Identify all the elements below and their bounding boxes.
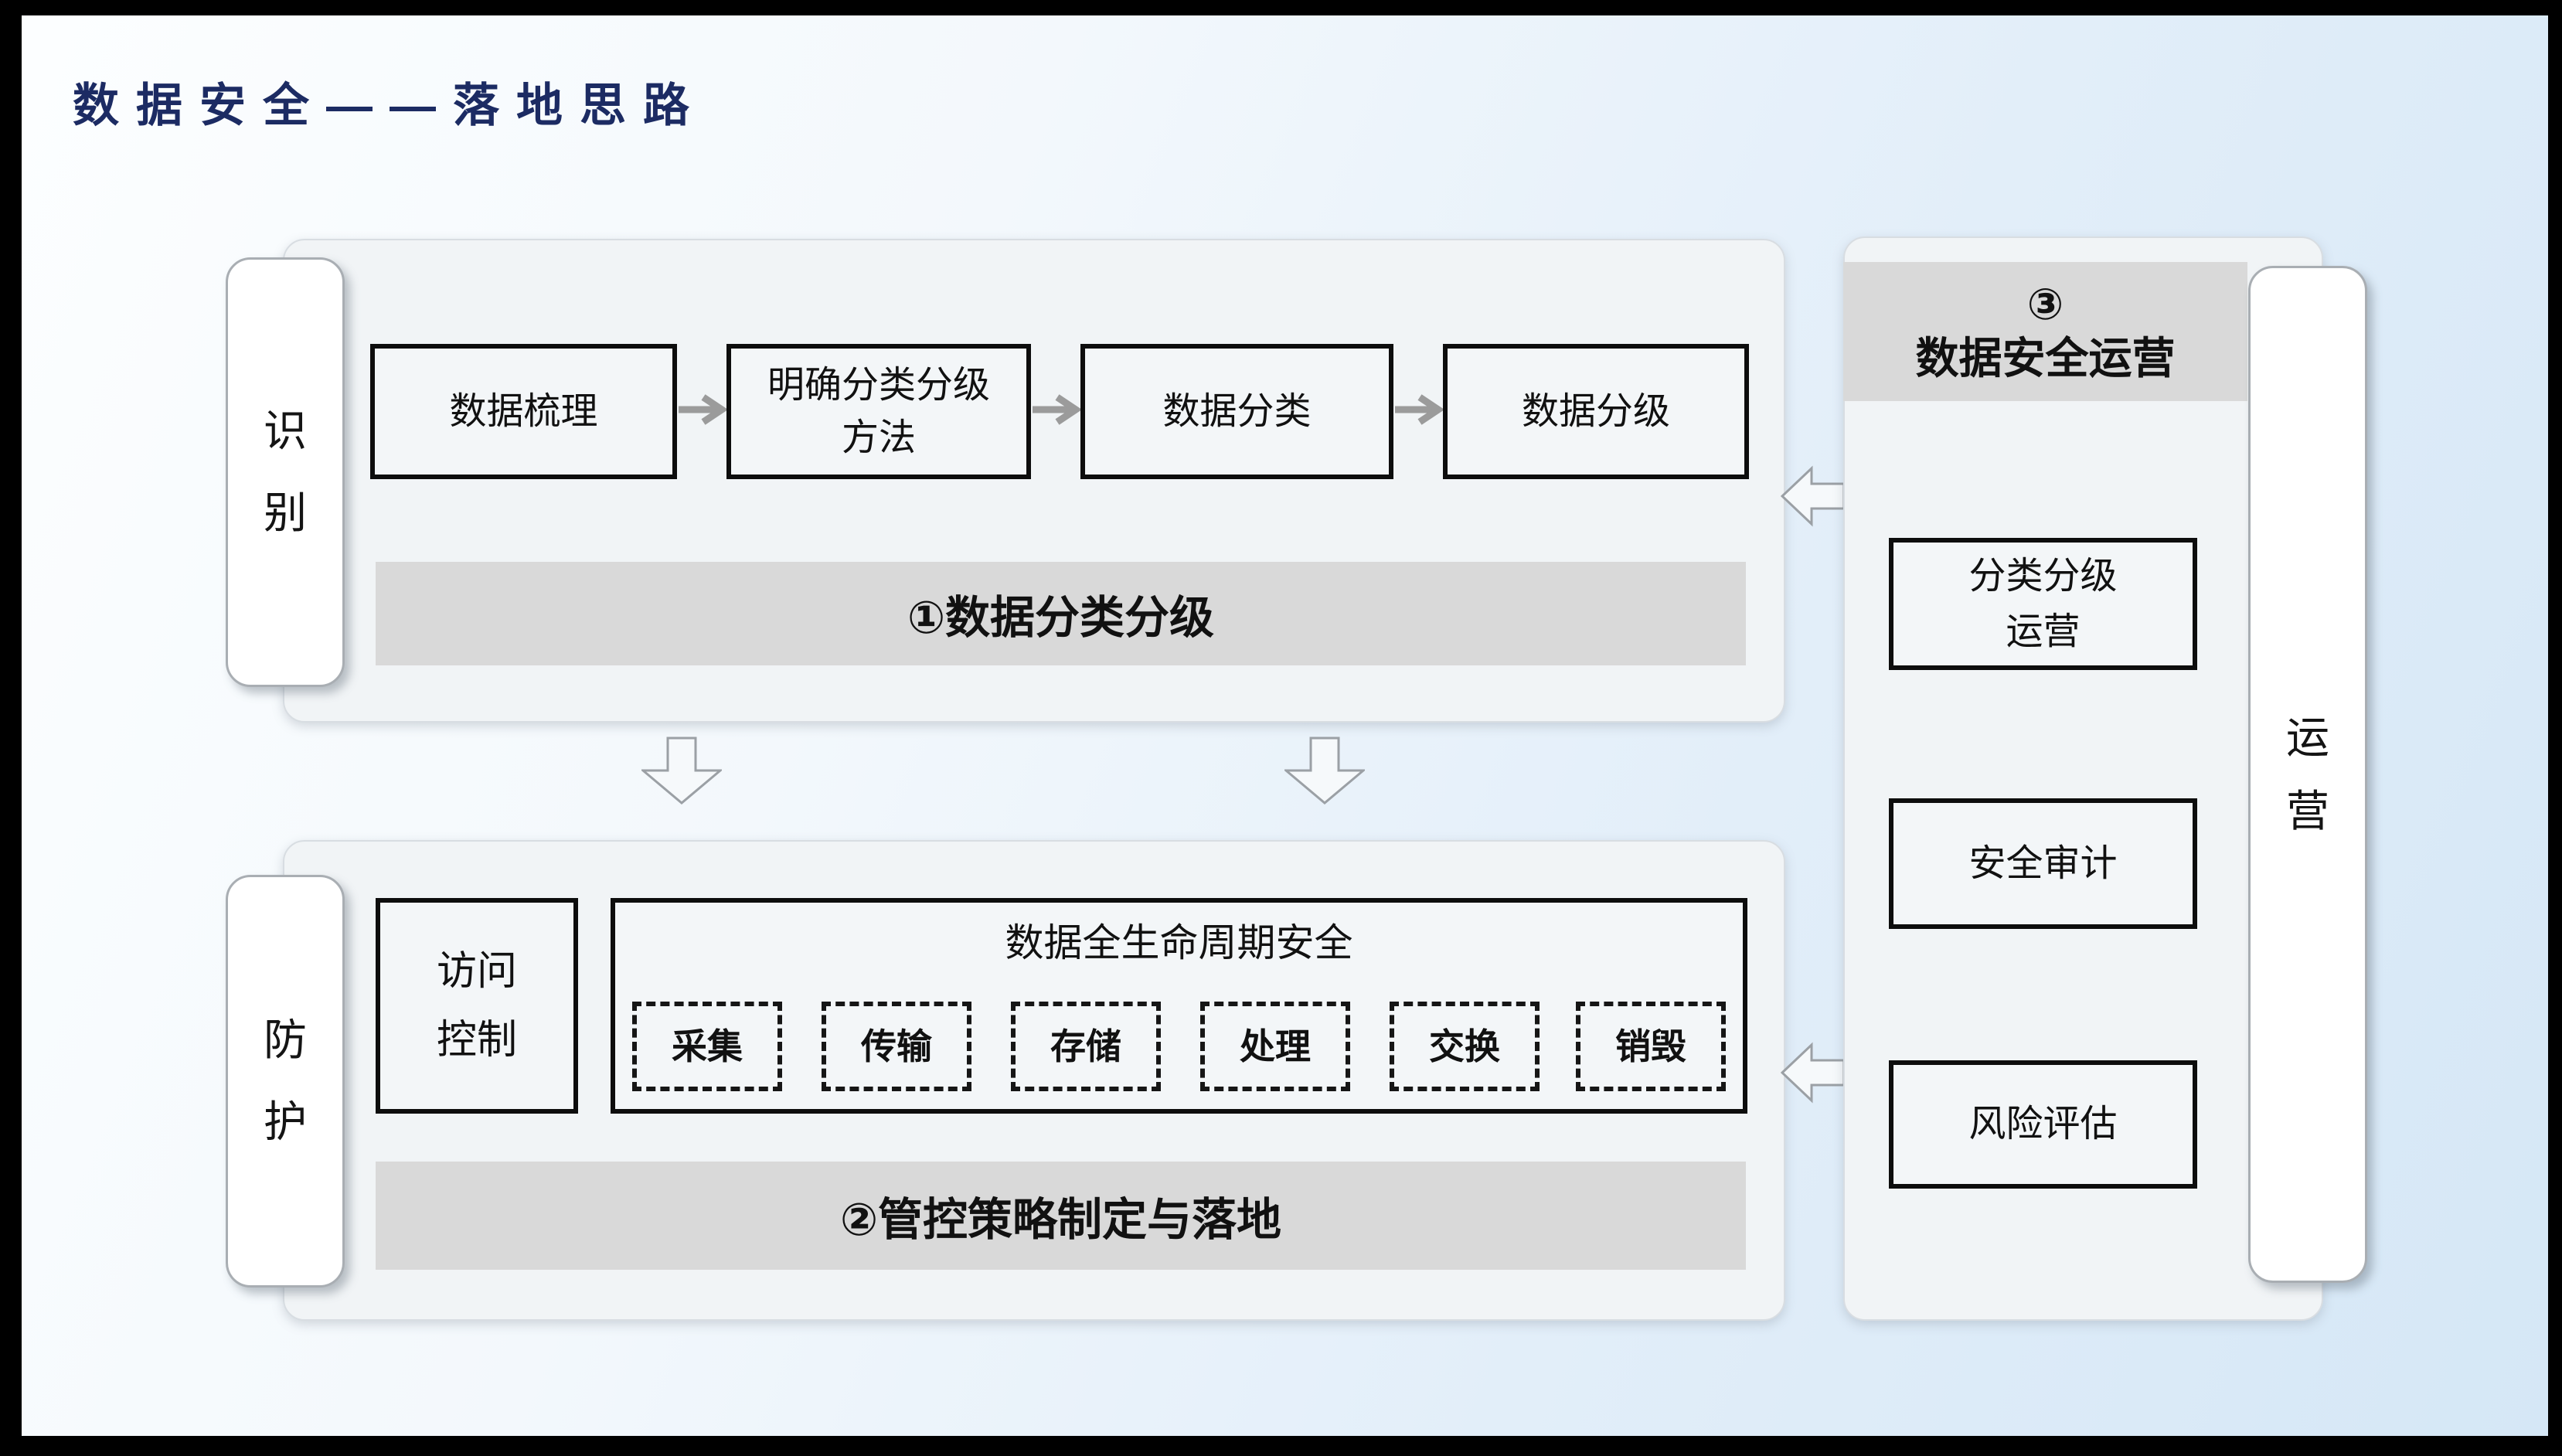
- operation-header: ③ 数据安全运营: [1843, 262, 2247, 401]
- operation-side-label: 运 营: [2248, 266, 2367, 1283]
- identify-side-label: 识 别: [226, 257, 345, 687]
- down-arrow-icon: [1284, 737, 1365, 805]
- lifecycle-stage-collect: 采集: [632, 1002, 782, 1091]
- operation-box-classification-ops: 分类分级 运营: [1889, 538, 2197, 670]
- right-arrow-icon: [1395, 394, 1443, 425]
- lifecycle-stage-transmit: 传输: [822, 1002, 971, 1091]
- protect-side-label: 防 护: [226, 875, 345, 1288]
- flow-box-data-grading: 数据分级: [1443, 344, 1749, 479]
- page-title: 数据安全——落地思路: [73, 80, 706, 131]
- down-arrow-icon: [641, 737, 722, 805]
- operation-box-risk-assessment: 风险评估: [1889, 1060, 2197, 1189]
- flow-box-classification-method: 明确分类分级 方法: [726, 344, 1031, 479]
- lifecycle-stage-process: 处理: [1200, 1002, 1350, 1091]
- identify-banner: ①数据分类分级: [376, 562, 1746, 665]
- right-arrow-icon: [1033, 394, 1080, 425]
- lifecycle-stage-store: 存储: [1011, 1002, 1161, 1091]
- protect-banner: ②管控策略制定与落地: [376, 1162, 1746, 1270]
- flow-box-data-sorting: 数据梳理: [370, 344, 677, 479]
- data-lifecycle-box: 数据全生命周期安全 采集 传输 存储 处理 交换 销毁: [611, 898, 1747, 1114]
- right-arrow-icon: [679, 394, 726, 425]
- left-arrow-icon: [1781, 1042, 1846, 1104]
- lifecycle-stage-exchange: 交换: [1390, 1002, 1540, 1091]
- operation-box-security-audit: 安全审计: [1889, 798, 2197, 929]
- lifecycle-stage-destroy: 销毁: [1576, 1002, 1726, 1091]
- lifecycle-title: 数据全生命周期安全: [1005, 921, 1353, 964]
- flow-box-data-classify: 数据分类: [1080, 344, 1393, 479]
- left-arrow-icon: [1781, 465, 1846, 527]
- access-control-box: 访问 控制: [376, 898, 578, 1114]
